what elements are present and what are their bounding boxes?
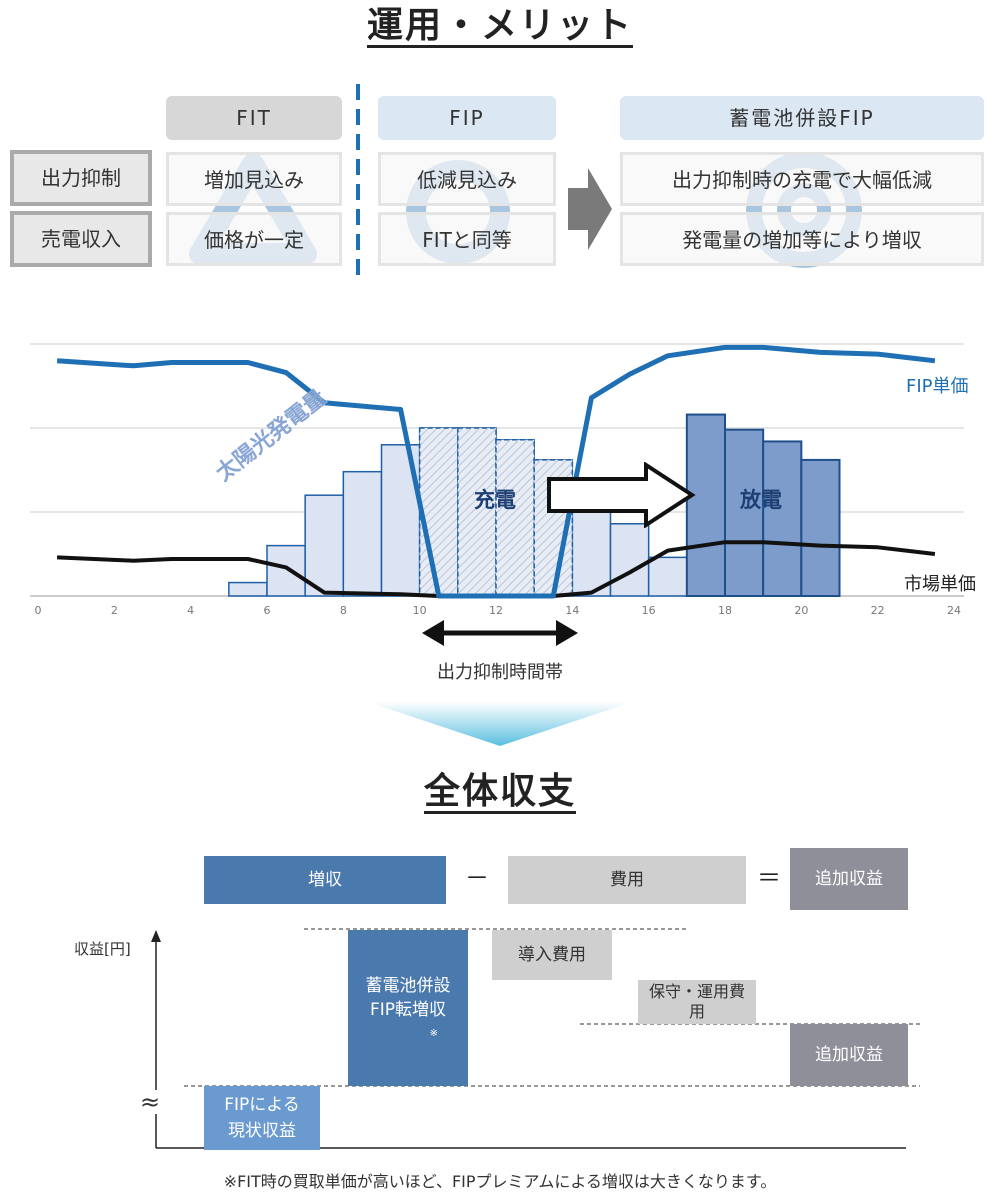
charge-bar — [457, 427, 497, 597]
solar-bar — [266, 544, 306, 597]
curtailment-band-arrow-icon — [422, 620, 578, 646]
fip-price-line — [56, 344, 936, 599]
charge-bar — [418, 427, 459, 597]
maintenance-cost-label: 保守・運用費用 — [649, 982, 746, 1021]
column-header-fip: FIP — [378, 96, 556, 140]
page-title: 運用・メリット — [366, 5, 633, 46]
fip-base-revenue-box: FIPによる現状収益 — [204, 1086, 320, 1150]
cell-fit-curtailment: 増加見込み — [166, 152, 342, 206]
right-arrow-icon — [568, 168, 612, 250]
discharge-label: 放電 — [740, 488, 782, 512]
fip-price-label: FIP単価 — [906, 376, 969, 397]
battery-fip-gain-label: 蓄電池併設FIP転増収 — [365, 976, 451, 1020]
fip-base-revenue-label: FIPによる現状収益 — [224, 1095, 300, 1141]
charge-bar — [495, 439, 535, 597]
market-price-label: 市場単価 — [904, 574, 976, 595]
discharge-bar — [800, 458, 841, 597]
maintenance-cost-box: 保守・運用費用 — [638, 980, 756, 1024]
fit-fip-separator — [356, 84, 360, 276]
discharge-bar — [685, 413, 726, 597]
balance-title: 全体収支 — [423, 771, 576, 812]
axis-break-icon: ≈ — [140, 1088, 161, 1116]
cell-battery-fip-curtailment: 出力抑制時の充電で大幅低減 — [620, 152, 984, 206]
solar-bar — [342, 470, 383, 597]
x-tick-label: 6 — [264, 604, 271, 617]
cell-battery-fip-revenue: 発電量の増加等により増収 — [620, 212, 984, 266]
cell-fit-revenue: 価格が一定 — [166, 212, 342, 266]
curtailment-band-label: 出力抑制時間帯 — [437, 662, 563, 683]
discharge-bar — [762, 440, 803, 597]
x-tick-label: 10 — [413, 604, 427, 617]
cost-box: 費用 — [508, 856, 746, 904]
solar-bar — [228, 581, 268, 597]
charge-to-discharge-arrow-icon — [547, 462, 696, 528]
equals-sign: ＝ — [757, 864, 781, 892]
x-tick-label: 18 — [718, 604, 732, 617]
additional-revenue-box: 追加収益 — [790, 848, 908, 910]
cell-fip-curtailment: 低減見込み — [378, 152, 556, 206]
footnote: ※FIT時の買取単価が高いほど、FIPプレミアムによる増収は大きくなります。 — [223, 1172, 777, 1191]
x-tick-label: 12 — [489, 604, 503, 617]
discharge-bar — [724, 428, 765, 598]
revenue-axis-label: 収益[円] — [74, 940, 131, 958]
x-tick-label: 8 — [340, 604, 347, 617]
x-tick-label: 2 — [111, 604, 118, 617]
row-label-revenue: 売電収入 — [10, 211, 152, 267]
additional-revenue-result-box: 追加収益 — [790, 1024, 908, 1086]
x-tick-label: 4 — [187, 604, 194, 617]
x-tick-label: 22 — [871, 604, 885, 617]
solar-bar — [609, 523, 650, 597]
minus-sign: － — [465, 864, 489, 892]
x-tick-label: 20 — [794, 604, 808, 617]
increase-box: 増収 — [204, 856, 446, 904]
solar-bar — [304, 494, 345, 597]
column-header-battery-fip: 蓄電池併設FIP — [620, 96, 984, 140]
cell-fip-revenue: FITと同等 — [378, 212, 556, 266]
x-tick-label: 24 — [947, 604, 961, 617]
solar-bar — [647, 556, 688, 597]
x-tick-label: 14 — [565, 604, 579, 617]
intro-cost-box: 導入費用 — [492, 930, 612, 980]
battery-fip-gain-box: 蓄電池併設FIP転増収 ※ — [348, 930, 468, 1086]
row-label-curtailment: 出力抑制 — [10, 150, 152, 206]
x-tick-label: 0 — [35, 604, 42, 617]
x-tick-label: 16 — [642, 604, 656, 617]
battery-fip-gain-note-mark: ※ — [429, 1028, 438, 1039]
charge-label: 充電 — [474, 488, 516, 512]
down-arrow-icon — [368, 702, 632, 746]
column-header-fit: FIT — [166, 96, 342, 140]
